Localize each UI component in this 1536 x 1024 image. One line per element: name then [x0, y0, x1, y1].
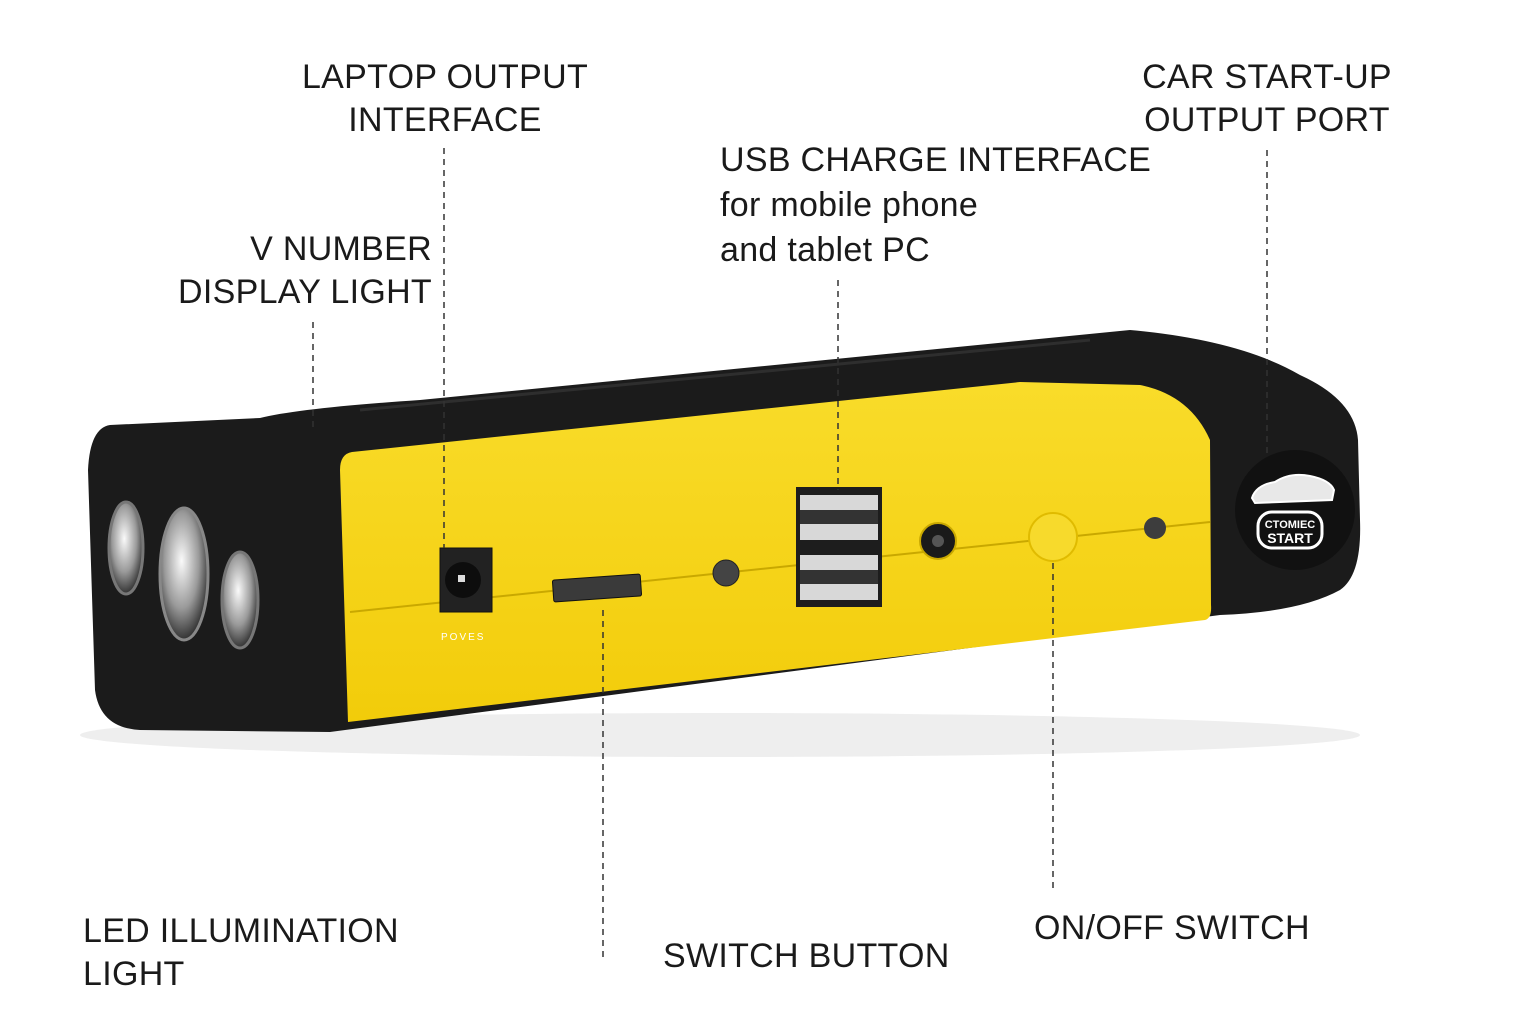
- on-off-button: [1028, 512, 1078, 562]
- led-lights: [107, 500, 260, 650]
- car-icon: [1250, 473, 1336, 505]
- badge-text: START: [1267, 530, 1313, 546]
- label-line: LIGHT: [83, 955, 185, 993]
- badge-text: CTOMIEC: [1265, 519, 1316, 531]
- indicator-light: [1144, 517, 1166, 539]
- v-display-light: [712, 559, 740, 587]
- label-led-light: LED ILLUMINATION LIGHT: [83, 910, 399, 996]
- port-label: POVES: [441, 632, 485, 643]
- label-v-number: V NUMBER DISPLAY LIGHT: [130, 228, 432, 314]
- label-switch-button: SWITCH BUTTON: [663, 937, 950, 975]
- label-line: LAPTOP OUTPUT: [301, 58, 589, 96]
- label-line: OUTPUT PORT: [1144, 101, 1390, 139]
- label-line: USB CHARGE INTERFACE: [720, 141, 1152, 179]
- label-line: DISPLAY LIGHT: [178, 273, 432, 311]
- shadow: [80, 713, 1360, 757]
- label-line: INTERFACE: [348, 101, 542, 139]
- label-line: and tablet PC: [720, 231, 930, 269]
- yellow-panel: [340, 382, 1212, 722]
- label-line: CAR START-UP: [1142, 58, 1392, 96]
- label-line: V NUMBER: [250, 230, 432, 268]
- label-laptop-output: LAPTOP OUTPUT INTERFACE: [290, 56, 600, 142]
- laptop-dc-port: [439, 547, 493, 613]
- leader-lines: [312, 148, 1268, 962]
- switch-button: [551, 573, 643, 603]
- label-car-start: CAR START-UP OUTPUT PORT: [1117, 56, 1417, 142]
- label-line: for mobile phone: [720, 186, 979, 224]
- car-start-port: CTOMIEC START: [1235, 450, 1355, 570]
- label-line: LED ILLUMINATION: [83, 912, 399, 950]
- top-ribs: [359, 338, 1091, 412]
- usb-ports: [796, 487, 882, 607]
- label-on-off-switch: ON/OFF SWITCH: [1034, 909, 1310, 947]
- label-usb-charge: USB CHARGE INTERFACE for mobile phone an…: [720, 138, 1151, 273]
